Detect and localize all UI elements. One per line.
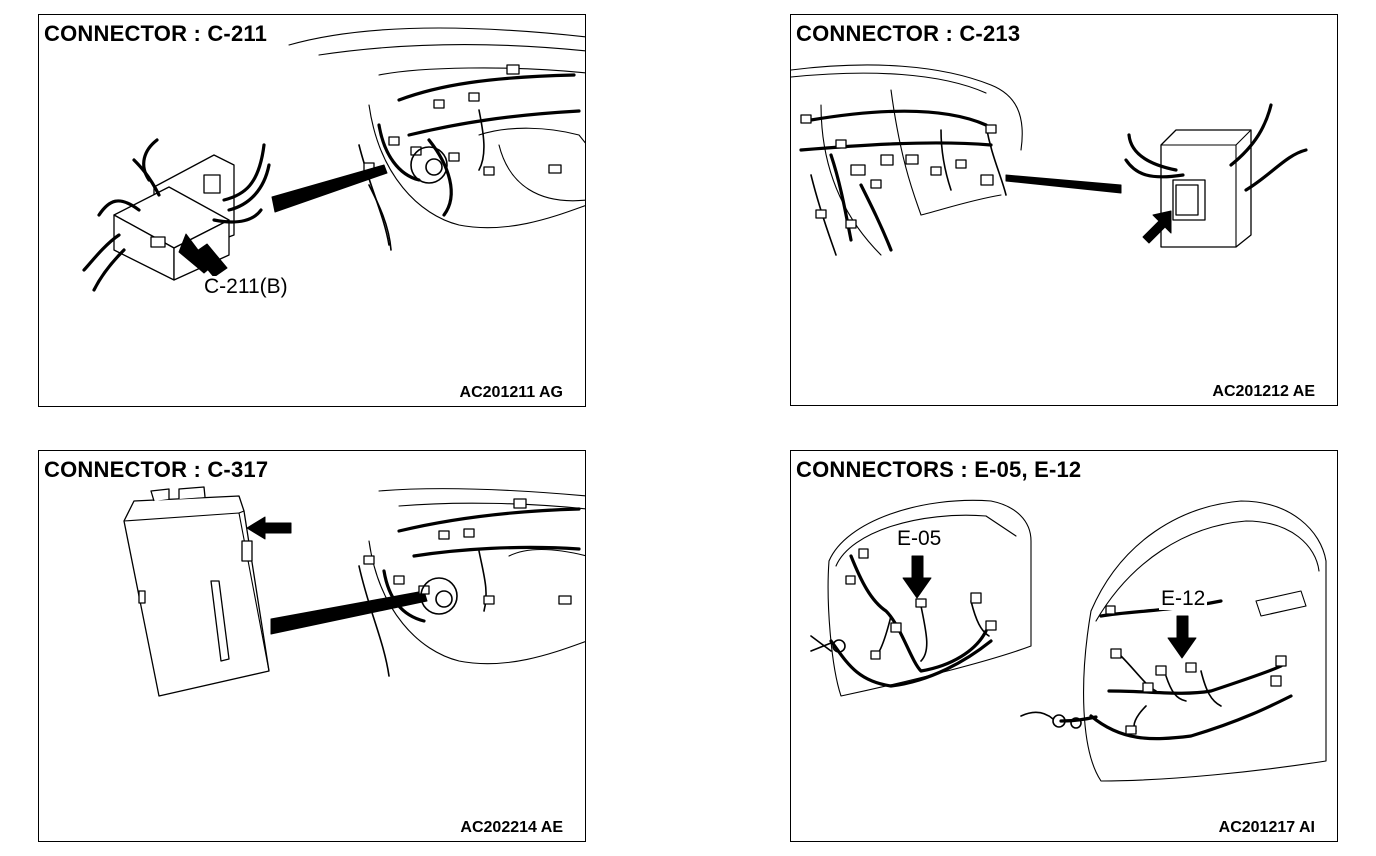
- connector-callout-e05: E-05: [895, 527, 944, 550]
- connector-c213-panel: CONNECTOR : C-213 AC201212 AE: [790, 14, 1338, 406]
- door-harness-illustration: [810, 499, 1327, 782]
- panel-title: CONNECTOR : C-211: [44, 21, 268, 46]
- figure-code: AC201212 AE: [1212, 383, 1315, 400]
- figure-code: AC202214 AE: [460, 819, 563, 836]
- panel-title: CONNECTOR : C-213: [796, 21, 1021, 46]
- figure-code: AC201211 AG: [459, 384, 563, 401]
- connector-callout-e12: E-12: [1159, 587, 1208, 610]
- connectors-e05-e12-panel: CONNECTORS : E-05, E-12 E-05 E-12 AC2012…: [790, 450, 1338, 842]
- panel-title: CONNECTORS : E-05, E-12: [796, 457, 1082, 482]
- connector-c211-panel: CONNECTOR : C-211 C-211(B) AC201211 AG: [38, 14, 586, 407]
- c211-illustration: [82, 27, 585, 292]
- c213-illustration: [791, 64, 1308, 256]
- connector-callout-c211b: C-211(B): [202, 275, 290, 298]
- connector-c317-panel: CONNECTOR : C-317 AC202214 AE: [38, 450, 586, 842]
- panel-title: CONNECTOR : C-317: [44, 457, 269, 482]
- c317-illustration: [123, 486, 585, 697]
- figure-code: AC201217 AI: [1218, 819, 1315, 836]
